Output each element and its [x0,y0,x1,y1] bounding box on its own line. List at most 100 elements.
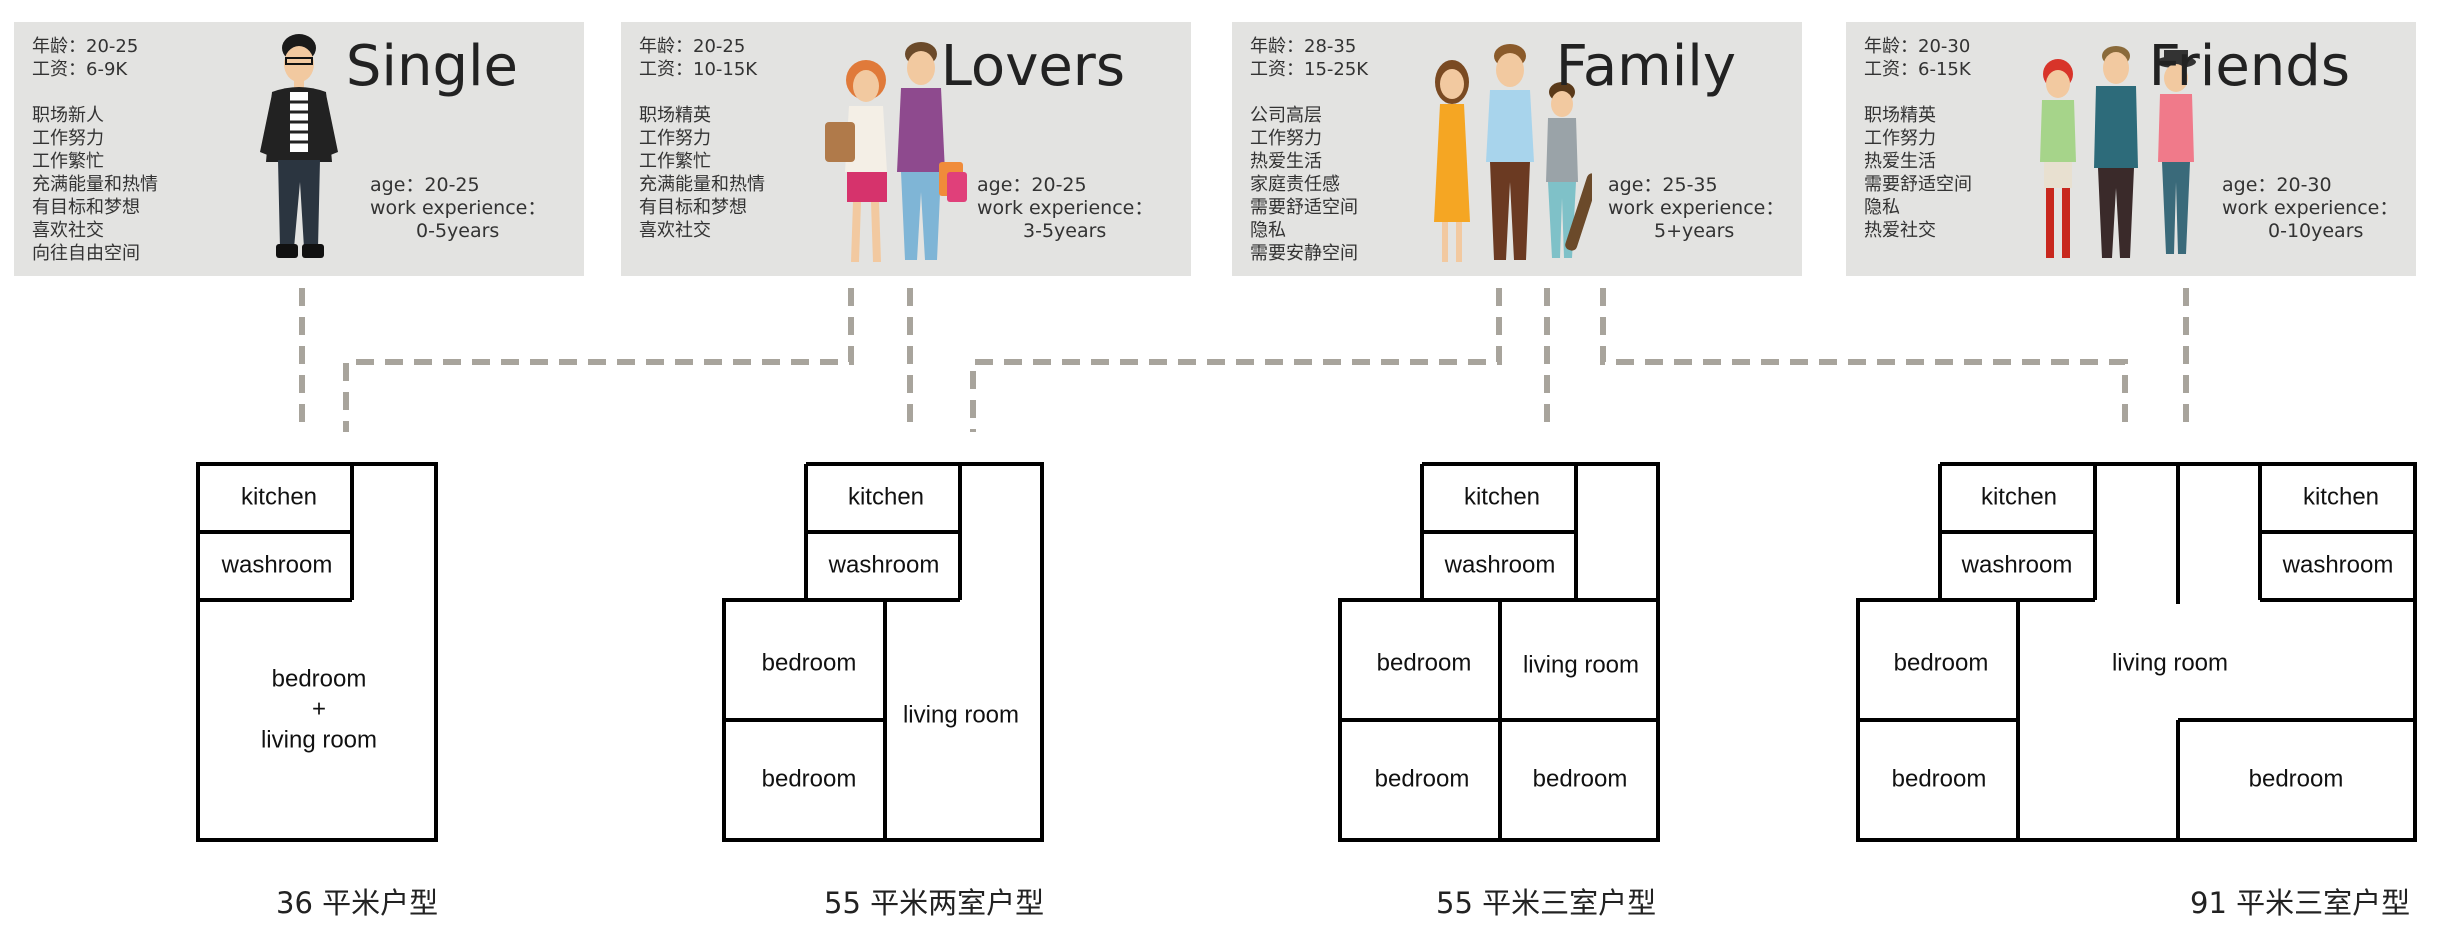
room-label-kitchen: kitchen [1981,483,2057,510]
persona-salary-cn: 工资：6-9K [32,59,128,80]
persona-title: Family [1555,34,1736,99]
persona-info-list: 年龄：20-25 工资：10-15K 职场精英 工作努力 工作繁忙 充满能量和热… [639,35,765,242]
persona-trait: 热爱生活 [1250,151,1322,172]
floor-plan-55-two [722,462,1044,842]
persona-trait: 职场新人 [32,105,104,126]
persona-title: Single [345,34,518,99]
persona-trait: 公司高层 [1250,105,1322,126]
room-label-kitchen: kitchen [241,483,317,510]
room-label-bedroom: bedroom [1892,765,1987,792]
persona-trait: 工作努力 [639,128,711,149]
room-label-bedroom: bedroom [272,665,367,692]
couple-illustration [825,42,967,262]
persona-brief: age：20-25 work experience： 0-5years [370,174,546,243]
room-label-living-room: living room [1523,651,1639,678]
single-man-illustration [260,34,338,258]
persona-age-cn: 年龄：20-30 [1864,36,1971,57]
persona-age-en: age：20-25 [977,174,1087,196]
persona-work-label: work experience： [2222,197,2399,219]
persona-trait: 需要舒适空间 [1864,174,1972,195]
persona-trait: 工作努力 [1864,128,1936,149]
persona-trait: 隐私 [1250,220,1286,241]
link-family-to-55-two [970,288,1502,432]
room-label-washroom: washroom [828,551,940,578]
persona-brief: age：20-25 work experience： 3-5years [977,174,1153,243]
floor-plan-caption: 36 平米户型 [276,886,439,920]
persona-work-label: work experience： [977,197,1154,219]
persona-trait: 有目标和梦想 [32,197,140,218]
persona-trait: 有目标和梦想 [639,197,747,218]
persona-work-label: work experience： [370,197,547,219]
room-label-bedroom: bedroom [1375,765,1470,792]
room-label-kitchen: kitchen [848,483,924,510]
link-family-to-91 [1600,288,2128,432]
room-label-kitchen: kitchen [1464,483,1540,510]
room-label-bedroom: bedroom [1533,765,1628,792]
persona-brief: age：20-30 work experience： 0-10years [2222,174,2398,243]
persona-info-list: 年龄：28-35 工资：15-25K 公司高层 工作努力 热爱生活 家庭责任感 … [1250,35,1368,265]
room-label-living-room: living room [903,701,1019,728]
persona-work-value: 0-5years [416,220,500,242]
family-illustration [1434,44,1592,262]
room-label-living-room: living room [2112,649,2228,676]
room-label-washroom: washroom [221,551,333,578]
persona-title: Lovers [940,34,1125,99]
persona-age-en: age：20-25 [370,174,480,196]
persona-info-list: 年龄：20-30 工资：6-15K 职场精英 工作努力 热爱生活 需要舒适空间 … [1864,35,1972,242]
persona-work-value: 0-10years [2268,220,2364,242]
persona-trait: 职场精英 [1864,105,1936,126]
room-label-washroom: washroom [1444,551,1556,578]
persona-age-cn: 年龄：28-35 [1250,36,1357,57]
persona-info-list: 年龄：20-25 工资：6-9K 职场新人 工作努力 工作繁忙 充满能量和热情 … [32,35,158,265]
room-label-bedroom: bedroom [1894,649,1989,676]
persona-trait: 工作努力 [32,128,104,149]
floor-plan-36 [196,462,438,842]
persona-salary-cn: 工资：15-25K [1250,59,1369,80]
floor-plan-91 [1856,462,2417,842]
persona-work-value: 3-5years [1023,220,1107,242]
room-label-bedroom: bedroom [1377,649,1472,676]
room-label-kitchen: kitchen [2303,483,2379,510]
floor-plan-caption: 55 平米三室户型 [1436,886,1657,920]
room-label-bedroom: bedroom [2249,765,2344,792]
persona-salary-cn: 工资：6-15K [1864,59,1971,80]
persona-trait: 职场精英 [639,105,711,126]
persona-trait: 热爱生活 [1864,151,1936,172]
persona-brief: age：25-35 work experience： 5+years [1608,174,1784,243]
persona-salary-cn: 工资：10-15K [639,59,758,80]
room-label-living-room: living room [261,726,377,753]
persona-trait: 隐私 [1864,197,1900,218]
floor-plan-caption: 55 平米两室户型 [824,886,1045,920]
persona-trait: 工作努力 [1250,128,1322,149]
room-label-washroom: washroom [1961,551,2073,578]
room-label-washroom: washroom [2282,551,2394,578]
persona-title: Friends [2148,34,2350,99]
persona-work-value: 5+years [1654,220,1735,242]
persona-trait: 喜欢社交 [32,220,104,241]
persona-trait: 需要安静空间 [1250,243,1358,264]
persona-trait: 需要舒适空间 [1250,197,1358,218]
persona-age-cn: 年龄：20-25 [639,36,746,57]
floor-plan-55-three [1338,462,1660,842]
persona-card-lovers: 年龄：20-25 工资：10-15K 职场精英 工作努力 工作繁忙 充满能量和热… [621,22,1191,276]
room-label-bedroom: bedroom [762,765,857,792]
floor-plan-caption: 91 平米三室户型 [2190,886,2411,920]
persona-age-en: age：25-35 [1608,174,1718,196]
persona-card-single: 年龄：20-25 工资：6-9K 职场新人 工作努力 工作繁忙 充满能量和热情 … [14,22,584,276]
persona-work-label: work experience： [1608,197,1785,219]
persona-card-family: 年龄：28-35 工资：15-25K 公司高层 工作努力 热爱生活 家庭责任感 … [1232,22,1802,276]
persona-card-friends: 年龄：20-30 工资：6-15K 职场精英 工作努力 热爱生活 需要舒适空间 … [1846,22,2416,276]
persona-trait: 喜欢社交 [639,220,711,241]
room-label-bedroom: bedroom [762,649,857,676]
link-lovers-to-36 [343,288,854,432]
persona-trait: 充满能量和热情 [32,174,158,195]
persona-trait: 热爱社交 [1864,220,1936,241]
persona-trait: 工作繁忙 [639,151,711,172]
persona-trait: 家庭责任感 [1250,174,1340,195]
persona-trait: 工作繁忙 [32,151,104,172]
room-label-plus: + [312,695,326,722]
friends-illustration [2040,46,2196,258]
